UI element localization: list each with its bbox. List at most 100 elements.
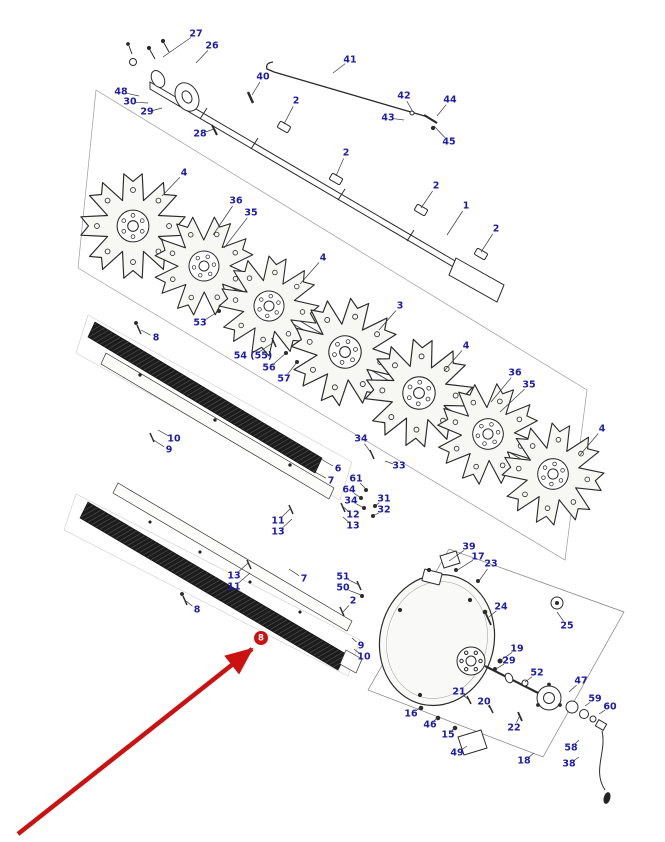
part-number-42: 42 xyxy=(397,91,410,102)
leader-line xyxy=(351,637,357,643)
leader-line xyxy=(579,433,599,456)
leader-line xyxy=(598,709,606,715)
part-number-9: 9 xyxy=(166,445,173,456)
part-number-25: 25 xyxy=(560,621,573,632)
highlighted-part-marker xyxy=(254,631,268,645)
part-number-60: 60 xyxy=(603,702,617,713)
shaft-collar xyxy=(150,70,166,88)
part-number-20: 20 xyxy=(477,697,491,708)
part-number-2: 2 xyxy=(493,224,500,235)
tine-bar-upper xyxy=(87,321,335,500)
leader-line xyxy=(151,438,165,447)
part-number-61: 61 xyxy=(349,474,362,485)
part-number-51: 51 xyxy=(336,572,349,583)
part-number-57: 57 xyxy=(277,374,290,385)
part-number-59: 59 xyxy=(588,694,601,705)
leader-line xyxy=(455,559,474,572)
leader-line xyxy=(140,329,151,336)
plate-bracket xyxy=(421,568,443,586)
washer xyxy=(589,715,597,723)
part-number-13: 13 xyxy=(346,521,359,532)
part-number-28: 28 xyxy=(193,129,207,140)
washer xyxy=(565,700,579,714)
leader-line xyxy=(342,516,349,523)
part-number-9: 9 xyxy=(358,641,365,652)
leader-line xyxy=(463,695,470,701)
part-number-4: 4 xyxy=(320,253,327,264)
leader-line xyxy=(353,648,360,654)
tine-wheel xyxy=(154,216,254,316)
leader-line xyxy=(372,512,379,517)
pointer-arrow xyxy=(16,647,254,836)
part-number-3: 3 xyxy=(397,301,404,312)
leader-line xyxy=(205,128,215,133)
leader-line xyxy=(528,752,535,758)
part-number-16: 16 xyxy=(404,709,418,720)
part-number-41: 41 xyxy=(343,55,356,66)
leader-line xyxy=(223,217,248,249)
part-number-21: 21 xyxy=(452,687,465,698)
end-plate-disc xyxy=(378,573,496,707)
part-number-49: 49 xyxy=(450,748,463,759)
tine-clamp xyxy=(329,173,343,185)
part-number-11: 11 xyxy=(271,516,284,527)
pin-28 xyxy=(211,124,218,136)
part-number-18: 18 xyxy=(517,756,531,767)
tension-rod xyxy=(265,61,438,131)
part-number-13: 13 xyxy=(227,571,240,582)
leader-line xyxy=(574,739,580,745)
part-number-44: 44 xyxy=(443,95,457,106)
leader-line xyxy=(451,726,456,731)
washer xyxy=(504,672,514,684)
leader-line xyxy=(288,568,300,576)
leader-line xyxy=(251,81,261,96)
part-number-26: 26 xyxy=(205,41,219,52)
leader-line xyxy=(420,190,433,209)
leader-line xyxy=(443,350,463,372)
leader-line xyxy=(162,37,192,58)
part-number-31: 31 xyxy=(377,494,390,505)
leader-line xyxy=(281,508,291,518)
shaft-end-roller xyxy=(448,257,505,303)
part-number-38: 38 xyxy=(562,759,576,770)
part-number-33: 33 xyxy=(392,461,405,472)
part-number-29: 29 xyxy=(502,656,515,667)
tine-wheel xyxy=(80,173,186,279)
part-number-7: 7 xyxy=(301,574,308,585)
leader-line xyxy=(257,341,275,353)
leader-line xyxy=(185,600,193,607)
part-number-30: 30 xyxy=(123,97,137,108)
tine-clamp xyxy=(414,204,428,216)
sensor-cable xyxy=(599,730,606,791)
leader-line xyxy=(359,482,367,490)
part-number-34: 34 xyxy=(344,496,358,507)
part-number-4: 4 xyxy=(181,168,188,179)
part-number-24: 24 xyxy=(494,602,508,613)
part-number-23: 23 xyxy=(484,559,497,570)
part-number-29: 29 xyxy=(140,107,153,118)
part-number-13: 13 xyxy=(271,527,284,538)
part-number-47: 47 xyxy=(574,676,587,687)
leader-line xyxy=(556,611,564,622)
brush-bar xyxy=(79,501,347,671)
part-number-46: 46 xyxy=(423,720,437,731)
leader-line xyxy=(448,550,465,562)
part-number-39: 39 xyxy=(462,542,475,553)
part-number-56: 56 xyxy=(262,363,276,374)
leader-line xyxy=(195,50,209,64)
tine-wheel xyxy=(501,422,605,526)
leader-line xyxy=(490,377,512,403)
leader-line xyxy=(273,352,287,365)
part-number-11: 11 xyxy=(227,582,240,593)
leader-line xyxy=(516,716,520,723)
part-number-53: 53 xyxy=(193,318,206,329)
part-number-40: 40 xyxy=(256,72,270,83)
leader-line xyxy=(335,158,344,177)
leader-line xyxy=(364,443,373,455)
part-number-43: 43 xyxy=(381,113,394,124)
part-number-15: 15 xyxy=(441,730,454,741)
leader-line xyxy=(353,493,362,499)
leader-line xyxy=(356,503,365,509)
tine-bar-lower xyxy=(79,482,363,674)
leader-line xyxy=(480,233,493,253)
